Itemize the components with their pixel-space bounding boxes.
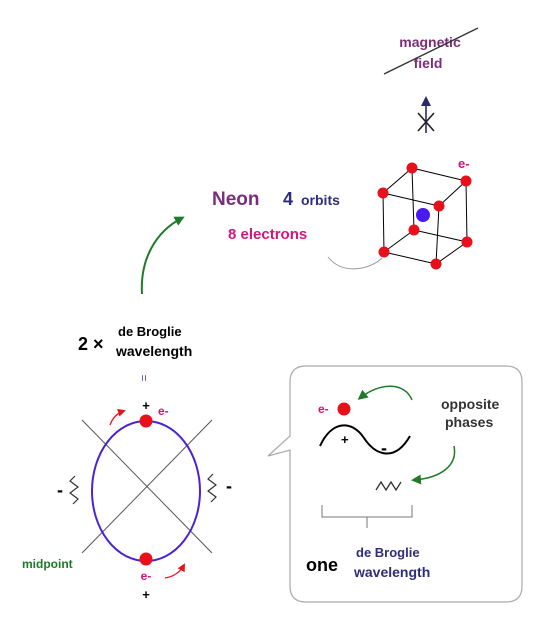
orbits-label: orbits (301, 192, 340, 208)
right-minus: - (226, 476, 232, 496)
cube-electron (461, 236, 473, 248)
speech-bubble (267, 365, 523, 603)
cube-electron (408, 224, 420, 236)
neon-label: Neon (212, 189, 260, 210)
de-broglie-label: de Broglie (118, 324, 182, 339)
cube-electron (430, 258, 442, 270)
neon-cube (382, 167, 468, 265)
cube-electron (433, 200, 445, 212)
electrons-label: 8 electrons (228, 226, 307, 243)
phases-label: phases (445, 414, 493, 430)
bubble-electron (337, 402, 351, 416)
bottom-red-arrow (164, 563, 185, 579)
bottom-electron-label: e- (141, 569, 152, 583)
bottom-electron (139, 552, 153, 566)
one-label: one (306, 555, 338, 575)
cube-electron (377, 187, 389, 199)
field-label: field (414, 55, 443, 71)
cube-electron-label: e- (458, 156, 470, 171)
wave-minus: - (381, 438, 387, 458)
bottom-plus: + (142, 587, 150, 602)
left-minus: - (57, 480, 63, 500)
bubble-electron-label: e- (318, 402, 329, 416)
sine-wave (319, 424, 411, 455)
neon-nucleus (416, 208, 430, 222)
bracket (321, 505, 413, 528)
bubble-green-arrow-bottom (411, 445, 456, 485)
top-electron (139, 414, 153, 428)
wavelength-label: wavelength (115, 343, 192, 359)
wave-plus: + (341, 432, 349, 447)
two-times-label: 2 × (78, 334, 104, 354)
magnetic-strike-line (383, 27, 479, 75)
orbit-count: 4 (283, 189, 293, 209)
zigzag-icon (375, 480, 402, 492)
top-red-arrow (109, 408, 126, 426)
top-electron-label: e- (158, 404, 169, 418)
cube-electron (378, 246, 390, 258)
midpoint-label: midpoint (22, 557, 73, 571)
diagonal-line (81, 419, 213, 554)
bubble-de-broglie-label: de Broglie (356, 545, 420, 560)
orbit-ellipse (91, 420, 201, 562)
right-squiggle-icon (207, 473, 217, 503)
green-arrow-up (140, 216, 185, 295)
equals-sign: = (137, 374, 151, 381)
grey-curve (327, 256, 383, 270)
bubble-wavelength-label: wavelength (353, 564, 430, 580)
magnetic-label: magnetic (399, 34, 461, 50)
bubble-green-arrow-top (357, 385, 413, 401)
cube-electron (406, 162, 418, 174)
cube-electron (460, 175, 472, 187)
top-plus: + (142, 398, 150, 413)
opposite-label: opposite (441, 396, 500, 412)
left-squiggle-icon (69, 475, 79, 505)
cube-electrons (377, 162, 473, 270)
magnetic-arrow-icon (417, 96, 435, 133)
